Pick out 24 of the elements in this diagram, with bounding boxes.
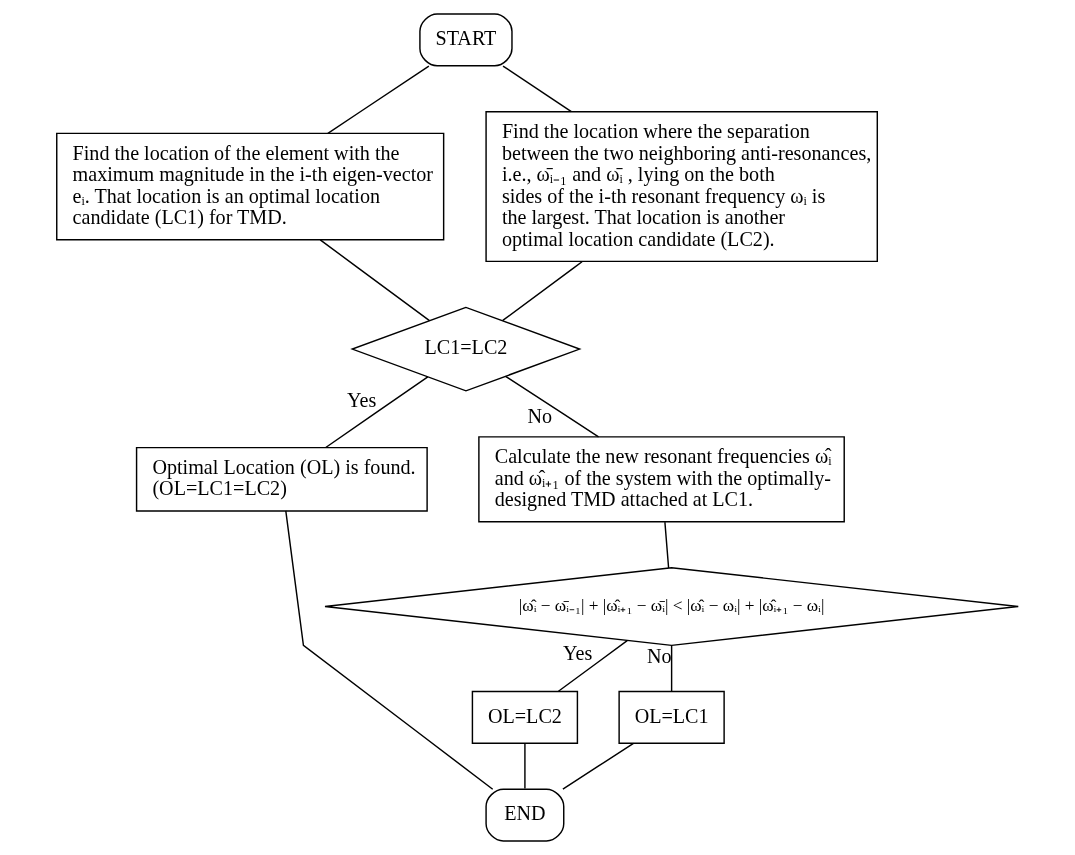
connector bbox=[562, 742, 635, 790]
node-box: START bbox=[419, 13, 513, 67]
node-box: Find the location where the separation between the two neighboring anti-resonances, i.e., ω̄ᵢ₋₁ and ω̄ᵢ , lying on the both sides of the i-th resonant frequency ωᵢ is the largest. That location is another optimal location candidate (LC2). bbox=[485, 111, 878, 263]
connector bbox=[664, 521, 670, 569]
edge-label: No bbox=[647, 644, 672, 667]
node-diamond: LC1=LC2 bbox=[350, 306, 582, 392]
node-box: Optimal Location (OL) is found. (OL=LC1=LC2) bbox=[135, 446, 428, 512]
connector bbox=[327, 65, 430, 135]
connector bbox=[502, 261, 583, 322]
connector bbox=[502, 65, 573, 113]
connector bbox=[557, 639, 628, 692]
connector bbox=[285, 510, 494, 790]
node-box: Calculate the new resonant frequencies ω̂ᵢ and ω̂ᵢ₊₁ of the system with the optimally-designed TMD attached at LC1. bbox=[478, 436, 845, 523]
node-diamond: |ω̂ᵢ − ω̄ᵢ₋₁| + |ω̂ᵢ₊₁ − ω̄ᵢ| < |ω̂ᵢ − ωᵢ| + |ω̂ᵢ₊₁ − ωᵢ| bbox=[324, 567, 1019, 647]
edge-label: No bbox=[527, 404, 553, 427]
node-box: END bbox=[485, 788, 565, 842]
node-box: OL=LC1 bbox=[618, 690, 725, 744]
connector bbox=[524, 742, 526, 790]
connector bbox=[504, 375, 600, 438]
connector bbox=[670, 645, 673, 692]
node-box: OL=LC2 bbox=[471, 690, 579, 744]
connector bbox=[319, 239, 431, 322]
connector bbox=[325, 376, 429, 449]
node-box: Find the location of the element with the maximum magnitude in the i-th eigen-vector eᵢ. That location is an optimal location candidate (LC1) for TMD. bbox=[56, 132, 445, 241]
